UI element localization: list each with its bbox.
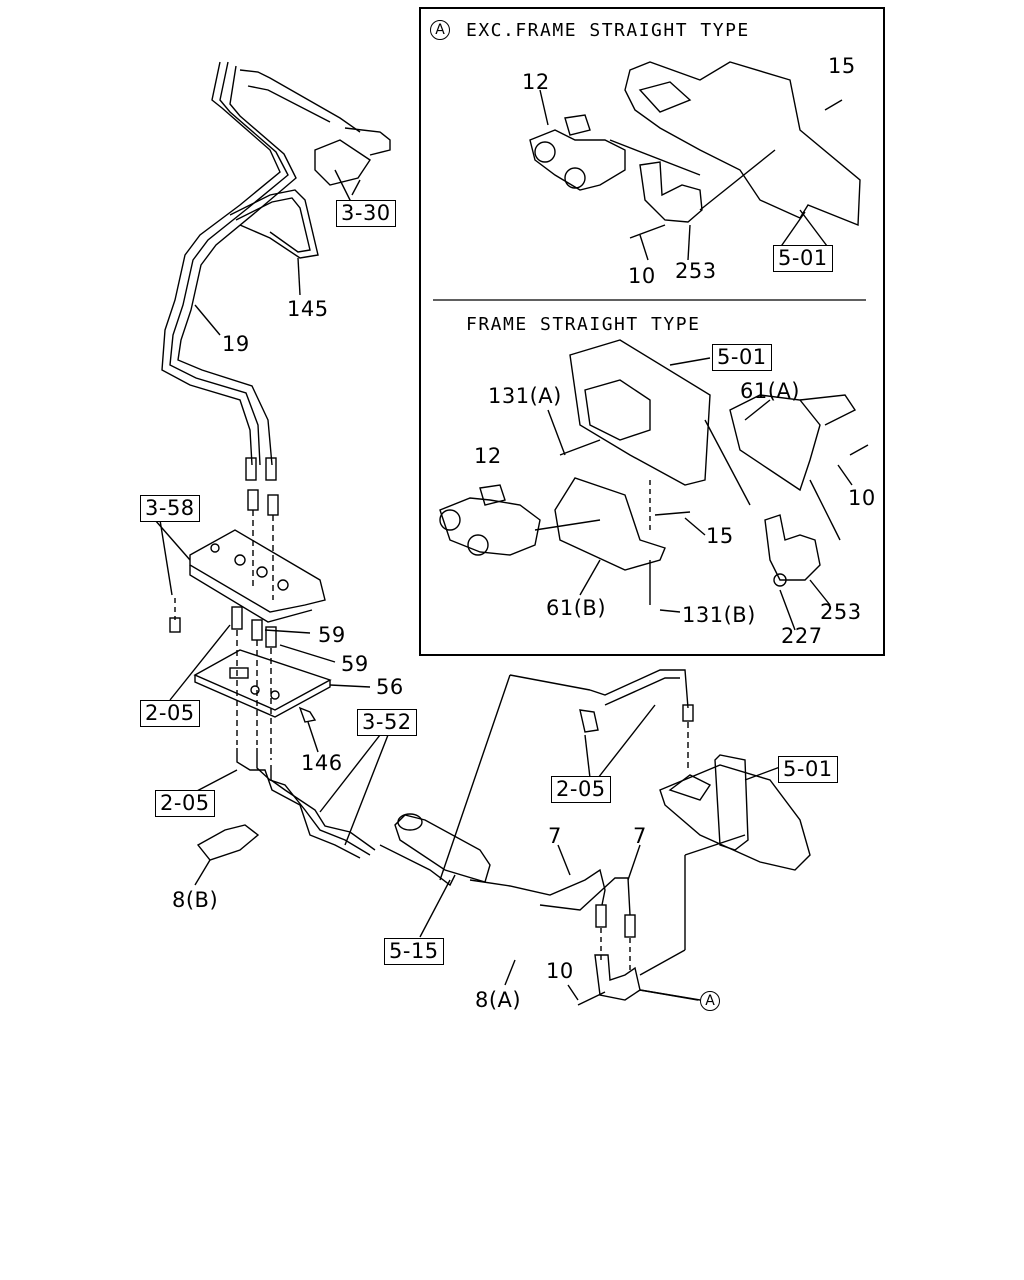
frame-5-01-mid bbox=[569, 339, 711, 486]
bracket-3-58 bbox=[189, 529, 326, 613]
brake-pipe-145 bbox=[229, 189, 319, 259]
callout-15-top: 15 bbox=[828, 54, 856, 78]
inset-title-exc-frame-straight: EXC.FRAME STRAIGHT TYPE bbox=[466, 20, 750, 41]
callout-15-mid: 15 bbox=[706, 524, 734, 548]
brake-pipe-19 bbox=[161, 61, 281, 466]
callout-131b: 131(B) bbox=[682, 603, 756, 627]
tee-fitting bbox=[594, 954, 641, 1001]
callout-3-52: 3-52 bbox=[357, 709, 417, 736]
callout-146: 146 bbox=[301, 751, 343, 775]
inset-title-frame-straight: FRAME STRAIGHT TYPE bbox=[466, 314, 701, 335]
callout-5-01-low: 5-01 bbox=[778, 756, 838, 783]
callout-253-top: 253 bbox=[675, 259, 717, 283]
callout-10-mid: 10 bbox=[848, 486, 876, 510]
callout-2-05-b: 2-05 bbox=[155, 790, 215, 817]
callout-5-15: 5-15 bbox=[384, 938, 444, 965]
callout-145: 145 bbox=[287, 297, 329, 321]
callout-19: 19 bbox=[222, 332, 250, 356]
callout-3-30: 3-30 bbox=[336, 200, 396, 227]
callout-5-01-mid: 5-01 bbox=[712, 344, 772, 371]
bracket-61a bbox=[729, 394, 821, 492]
callout-2-05-a: 2-05 bbox=[140, 700, 200, 727]
callout-8a: 8(A) bbox=[475, 988, 522, 1012]
bracket-61b bbox=[554, 477, 666, 571]
callout-3-58: 3-58 bbox=[140, 495, 200, 522]
plate-56 bbox=[193, 649, 332, 711]
callout-8b: 8(B) bbox=[172, 888, 219, 912]
inset-frame-variants bbox=[419, 7, 885, 656]
callout-7-b: 7 bbox=[633, 824, 647, 848]
callout-a-marker: A bbox=[700, 991, 720, 1011]
inset-marker-a: A bbox=[430, 20, 450, 40]
callout-61a: 61(A) bbox=[740, 379, 800, 403]
callout-56: 56 bbox=[376, 675, 404, 699]
callout-12-top: 12 bbox=[522, 70, 550, 94]
callout-227: 227 bbox=[781, 624, 823, 648]
valve-3-30-body bbox=[314, 139, 371, 186]
valve-12-top bbox=[529, 129, 626, 191]
callout-61b: 61(B) bbox=[546, 596, 607, 620]
callout-2-05-c: 2-05 bbox=[551, 776, 611, 803]
frame-5-01-top bbox=[624, 61, 861, 227]
callout-253-mid: 253 bbox=[820, 600, 862, 624]
callout-10-low: 10 bbox=[546, 959, 574, 983]
callout-7-a: 7 bbox=[548, 824, 562, 848]
callout-59-a: 59 bbox=[318, 623, 346, 647]
valve-12-mid bbox=[439, 497, 541, 556]
callout-12-mid: 12 bbox=[474, 444, 502, 468]
callout-59-b: 59 bbox=[341, 652, 369, 676]
callout-5-01-top: 5-01 bbox=[773, 245, 833, 272]
callout-10-top: 10 bbox=[628, 264, 656, 288]
clip-8b bbox=[196, 824, 260, 861]
pipe-7 bbox=[469, 868, 606, 906]
callout-131a: 131(A) bbox=[488, 384, 562, 408]
